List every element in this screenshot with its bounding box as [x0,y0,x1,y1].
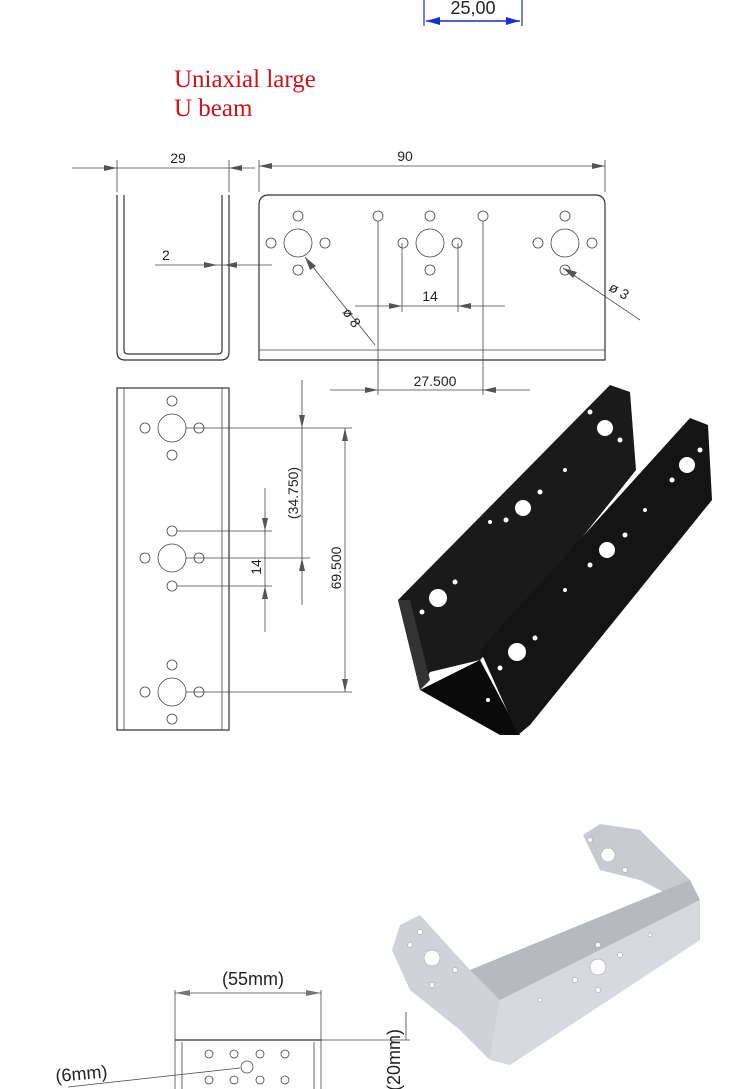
small-bracket-drawing: (55mm) (6mm) (20mm) [55,969,410,1089]
front-view: 90 14 27.500 ø 8 ø 3 [258,148,641,395]
silver-bracket-photo [392,824,700,1065]
side-width-label: 29 [170,150,186,166]
bottom-half-label: (34.750) [285,467,301,519]
title-line-1: Uniaxial large [174,66,316,93]
side-view: 29 2 [72,150,272,361]
small-hole-label: (6mm) [55,1062,109,1086]
small-height-label: (20mm) [384,1029,404,1089]
side-thickness-label: 2 [162,247,170,263]
bottom-view: (34.750) 69.500 14 [116,380,352,731]
top-dimension: 25,00 [423,0,523,26]
bottom-full-label: 69.500 [328,546,344,589]
bottom-spacing-label: 14 [248,559,264,575]
top-dimension-label: 25,00 [450,0,495,18]
front-offset-label: 27.500 [414,373,457,389]
black-bracket-photo [398,385,712,735]
title-line-2: U beam [174,95,253,122]
small-width-label: (55mm) [222,969,284,989]
front-length-label: 90 [397,148,413,164]
front-hole-spacing-label: 14 [422,288,438,304]
small-hole-label: ø 3 [607,279,633,303]
